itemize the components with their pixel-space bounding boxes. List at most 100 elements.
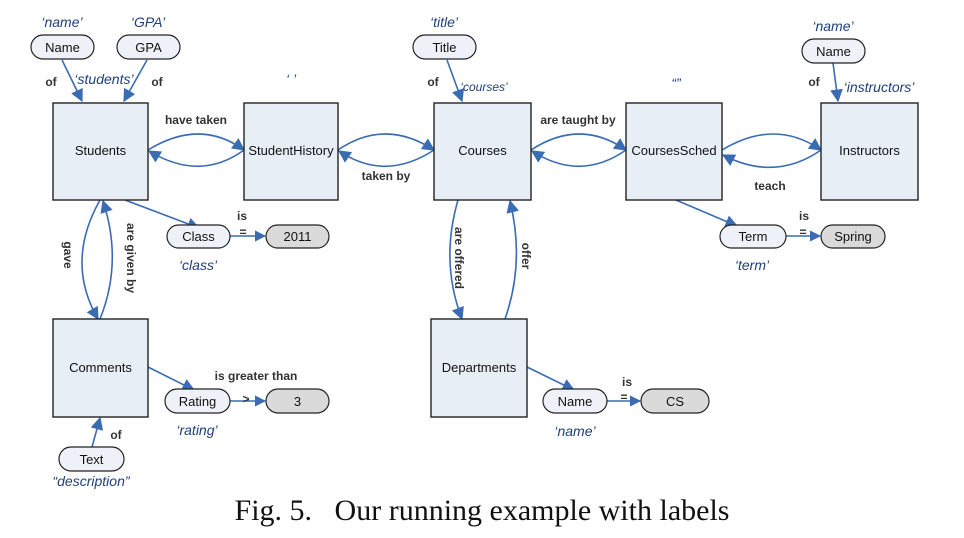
edge-have-taken — [147, 133, 246, 151]
figure-number: Fig. 5. — [234, 494, 313, 527]
label-name-instructors: ‘name’ — [812, 18, 854, 34]
relation-are-given-by: are given by — [124, 223, 138, 293]
values: 2011 Spring 3 CS — [265, 224, 886, 414]
edge-have-taken-back — [147, 149, 245, 167]
entity-student-history: StudentHistory — [243, 102, 339, 201]
edge-teach-back — [721, 149, 822, 169]
attributes: Name GPA Title Name Class Term Rating T — [30, 34, 866, 472]
edge-students-name — [61, 59, 83, 103]
relation-is-dept: is — [622, 375, 632, 389]
relation-of-courses-title: of — [427, 75, 439, 89]
attribute-comment-text-text: Text — [80, 452, 104, 467]
label-instructors: ‘instructors’ — [844, 79, 916, 95]
label-title: ‘title’ — [430, 14, 459, 30]
italic-labels: ‘name’ ‘GPA’ ‘students’ ‘title’ ‘courses… — [41, 14, 915, 489]
value-term-text: Spring — [834, 229, 872, 244]
relation-teach: teach — [754, 179, 785, 193]
figure-caption-text: Our running example with labels — [334, 494, 730, 527]
relation-taken-by: taken by — [362, 169, 411, 183]
attribute-students-name-text: Name — [45, 40, 80, 55]
label-term: ‘term’ — [735, 257, 770, 273]
attribute-students-gpa: GPA — [116, 34, 181, 60]
entity-students-label: Students — [75, 143, 127, 158]
value-dept-name-text: CS — [666, 394, 684, 409]
edge-dept-name — [526, 366, 576, 391]
attribute-dept-name: Name — [542, 388, 608, 414]
edge-taken-by — [337, 133, 436, 151]
label-history-empty: ‘ ’ — [286, 71, 297, 87]
entities: Students StudentHistory Courses CoursesS… — [52, 102, 919, 418]
attribute-courses-title-text: Title — [432, 40, 456, 55]
attribute-students-name: Name — [30, 34, 95, 60]
relation-of-instructors-name: of — [808, 75, 820, 89]
edges — [61, 59, 843, 448]
edge-are-given-by — [99, 199, 114, 320]
attribute-term: Term — [719, 224, 787, 249]
relation-of-students-name: of — [45, 75, 57, 89]
relation-eq-dept: = — [620, 390, 627, 404]
attribute-courses-title: Title — [412, 34, 477, 60]
edge-gave — [81, 199, 101, 321]
edge-comments-rating — [147, 366, 196, 391]
label-class: ‘class’ — [179, 257, 218, 273]
edge-teach — [721, 133, 823, 151]
edge-are-taught-by — [530, 133, 628, 151]
relation-is-class: is — [237, 209, 247, 223]
label-name-students: ‘name’ — [41, 14, 83, 30]
relation-have-taken: have taken — [165, 113, 227, 127]
label-gpa: ‘GPA’ — [131, 14, 166, 30]
entity-students: Students — [52, 102, 149, 201]
edge-sched-term — [675, 199, 739, 228]
relation-gt-rating: > — [242, 392, 249, 406]
entity-departments: Departments — [430, 318, 528, 418]
edge-instructors-name — [830, 62, 843, 103]
relation-of-comment-text: of — [110, 428, 122, 442]
value-term: Spring — [820, 224, 886, 249]
edge-students-gpa — [123, 59, 148, 103]
entity-instructors: Instructors — [820, 102, 919, 201]
value-rating: 3 — [265, 388, 330, 414]
entity-courses-sched-label: CoursesSched — [631, 143, 716, 158]
value-rating-text: 3 — [294, 394, 301, 409]
relation-eq-term: = — [799, 225, 806, 239]
label-courses: ‘courses’ — [460, 80, 508, 94]
entity-departments-label: Departments — [442, 360, 517, 375]
relation-is-greater-than: is greater than — [215, 369, 298, 383]
attribute-comment-text: Text — [58, 446, 125, 472]
edge-are-taught-by-back — [530, 149, 627, 167]
entity-courses-label: Courses — [458, 143, 507, 158]
relation-offer: offer — [519, 243, 533, 270]
attribute-dept-name-text: Name — [558, 394, 593, 409]
relation-eq-class: = — [239, 225, 246, 239]
edge-courses-title — [446, 59, 465, 103]
attribute-rating-text: Rating — [179, 394, 217, 409]
attribute-term-text: Term — [739, 229, 768, 244]
value-class: 2011 — [265, 224, 330, 249]
edge-are-offered — [449, 199, 464, 321]
relation-are-taught-by: are taught by — [540, 113, 616, 127]
figure-caption: Fig. 5. Our running example with labels — [0, 494, 964, 528]
attribute-rating: Rating — [164, 388, 231, 414]
attribute-students-gpa-text: GPA — [135, 40, 162, 55]
label-description: “description” — [52, 473, 130, 489]
label-students: ‘students’ — [74, 71, 134, 87]
label-name-dept: ‘name’ — [554, 423, 596, 439]
edge-comments-text — [90, 416, 104, 448]
relation-is-term: is — [799, 209, 809, 223]
label-rating: ‘rating’ — [176, 422, 218, 438]
entity-instructors-label: Instructors — [839, 143, 900, 158]
entity-courses-sched: CoursesSched — [625, 102, 723, 201]
relation-of-students-gpa: of — [151, 75, 163, 89]
entity-comments-label: Comments — [69, 360, 132, 375]
relation-gave: gave — [61, 241, 75, 269]
attribute-class-text: Class — [182, 229, 215, 244]
attribute-instructors-name: Name — [801, 38, 866, 64]
caption-gap — [312, 494, 335, 527]
entity-comments: Comments — [52, 318, 149, 418]
edge-students-class — [124, 199, 201, 230]
edge-offer — [504, 199, 519, 320]
value-dept-name: CS — [640, 388, 710, 414]
label-sched-empty: “” — [671, 75, 682, 91]
entity-student-history-label: StudentHistory — [248, 143, 334, 158]
